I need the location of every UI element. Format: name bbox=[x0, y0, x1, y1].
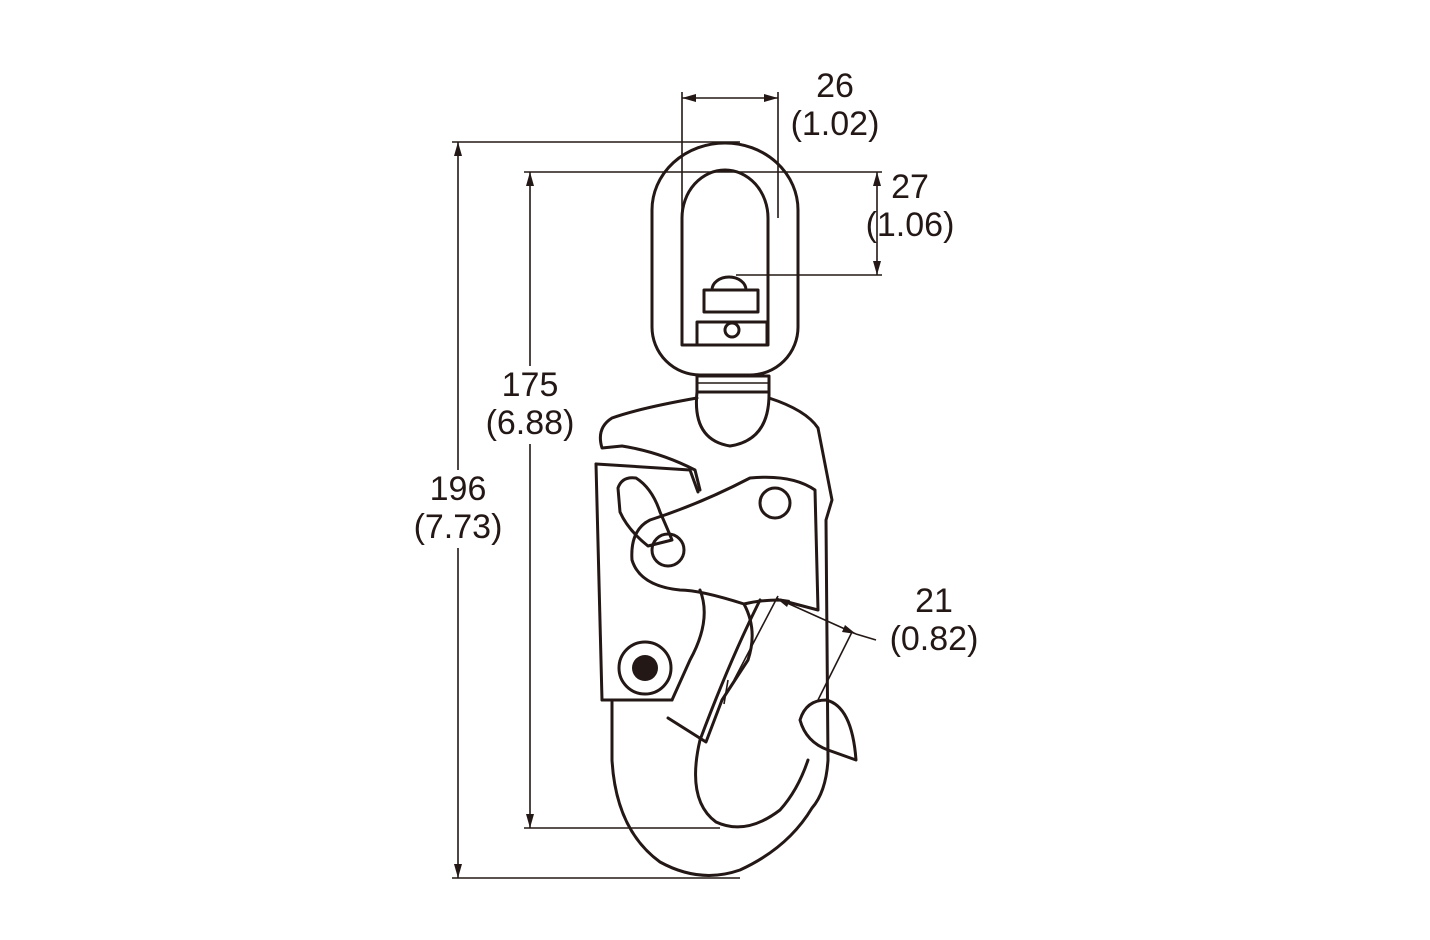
dimension-label-196: 196 (7.73) bbox=[398, 470, 518, 546]
dimension-value: 196 bbox=[429, 470, 487, 508]
dimension-value: 175 bbox=[501, 366, 559, 404]
dimension-imperial: (1.02) bbox=[790, 105, 880, 143]
dimension-lines bbox=[452, 92, 882, 879]
dimension-value: 27 bbox=[891, 168, 929, 206]
dimension-imperial: (0.82) bbox=[889, 620, 979, 658]
dimension-label-26: 26 (1.02) bbox=[775, 67, 895, 143]
swivel-eye bbox=[650, 141, 800, 448]
dimension-label-21: 21 (0.82) bbox=[874, 582, 994, 658]
hook-body bbox=[594, 396, 858, 877]
gate-latch bbox=[616, 475, 820, 744]
dimension-imperial: (1.06) bbox=[865, 206, 955, 244]
dimension-label-175: 175 (6.88) bbox=[470, 366, 590, 442]
dimension-imperial: (7.73) bbox=[413, 508, 503, 546]
dimension-label-27: 27 (1.06) bbox=[850, 168, 970, 244]
dimension-imperial: (6.88) bbox=[485, 404, 575, 442]
dimension-value: 21 bbox=[915, 582, 953, 620]
dimension-value: 26 bbox=[816, 67, 854, 105]
